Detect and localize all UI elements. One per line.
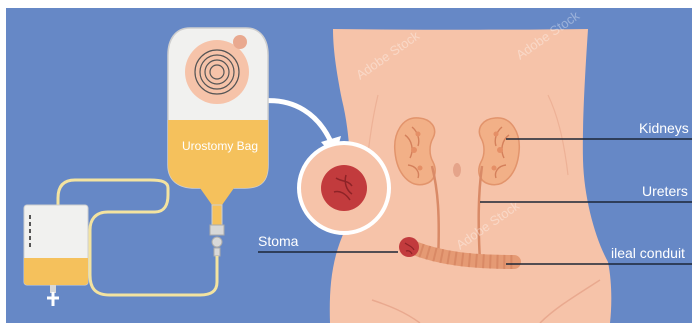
navel [453, 163, 461, 177]
bag-label: Urostomy Bag [182, 139, 258, 153]
drain-valve [210, 225, 224, 235]
magnified-stoma [321, 165, 367, 211]
drain-spout [212, 205, 222, 225]
stoma-label: Stoma [258, 233, 299, 249]
drain-valve-knob [212, 237, 222, 247]
kidneys-label: Kidneys [639, 120, 689, 136]
stoma [399, 237, 419, 257]
drain-valve-tip [214, 248, 220, 256]
urostomy-bag [168, 28, 268, 205]
ureters-label: Ureters [642, 183, 688, 199]
ileal-conduit-label: ileal conduit [611, 245, 685, 261]
